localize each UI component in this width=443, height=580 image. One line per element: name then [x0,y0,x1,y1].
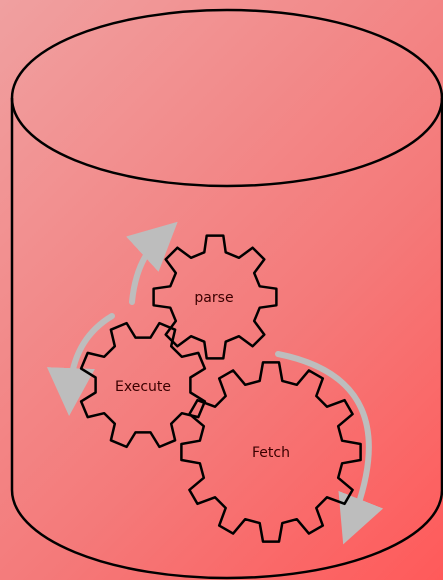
gear-label-parse: parse [194,290,233,306]
rotate-arrow-icon [132,238,160,302]
gear-fetch: Fetch [181,362,360,541]
gear-label-fetch: Fetch [252,445,290,461]
cylinder-body [12,98,442,578]
cylinder-top [12,10,442,186]
gear-execute: Execute [81,323,205,447]
gear-label-execute: Execute [115,379,171,395]
